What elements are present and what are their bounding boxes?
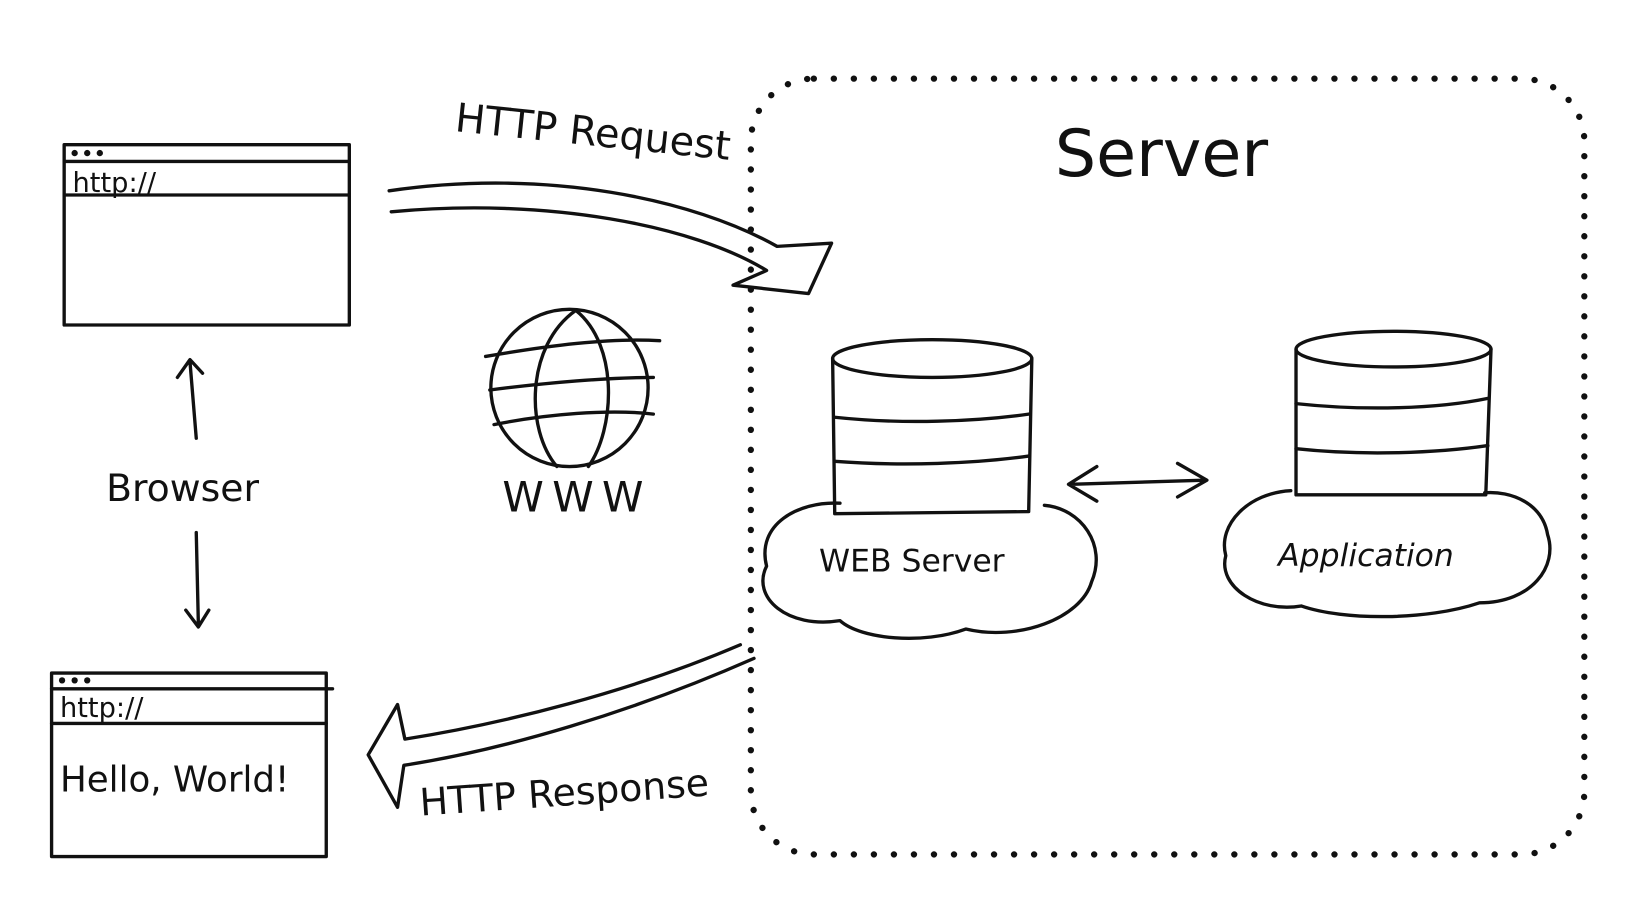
web-server-node: WEB Server (761, 338, 1098, 640)
browser-label: Browser (106, 466, 259, 510)
url-bar-text: http:// (60, 693, 144, 724)
browser-window-bottom: http:// Hello, World! (49, 671, 335, 859)
globe-icon (483, 307, 662, 469)
database-icon (1294, 329, 1493, 497)
arrow-up-icon (175, 357, 205, 440)
server-label: Server (1055, 117, 1268, 192)
url-bar-text: http:// (73, 168, 157, 199)
request-label: HTTP Request (453, 95, 733, 170)
browser-window-top: http:// (62, 143, 352, 327)
request-arrow (387, 181, 834, 296)
web-server-label: WEB Server (819, 543, 1005, 579)
bidirectional-arrow-icon (1066, 461, 1209, 503)
application-node: Application (1222, 329, 1552, 619)
server-boundary (747, 75, 1588, 858)
response-arrow (366, 643, 756, 809)
www-label: WWW (502, 473, 652, 522)
database-icon (830, 338, 1034, 516)
response-label: HTTP Response (418, 761, 710, 825)
application-label: Application (1276, 538, 1454, 574)
cloud-shape (761, 501, 1098, 640)
page-content-text: Hello, World! (60, 760, 289, 801)
cloud-shape (1222, 488, 1552, 619)
arrow-down-icon (184, 530, 211, 629)
